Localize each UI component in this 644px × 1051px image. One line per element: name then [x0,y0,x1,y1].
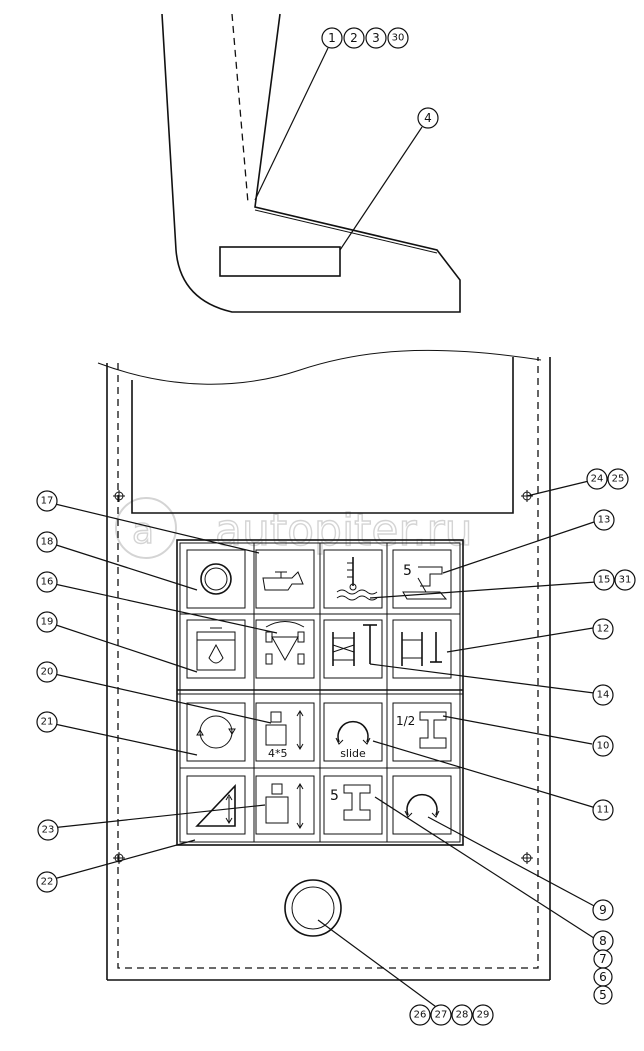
label-plate [219,246,341,277]
svg-text:31: 31 [619,575,632,586]
slide-label: slide [340,747,366,760]
callout-4: 4 [417,107,439,129]
svg-text:5: 5 [599,988,607,1002]
callout-20: 20 [36,661,58,683]
svg-text:19: 19 [41,617,54,628]
callout-7: 7 [593,949,613,969]
callout-11: 11 [592,799,614,821]
callout-22: 22 [36,871,58,893]
callout-29: 29 [472,1004,494,1026]
callout-9: 9 [592,899,614,921]
svg-text:21: 21 [41,717,54,728]
callout-14: 14 [592,684,614,706]
svg-text:8: 8 [599,934,607,948]
svg-text:13: 13 [598,515,611,526]
callout-21: 21 [36,711,58,733]
emergency-stop-button [284,879,342,937]
svg-text:26: 26 [414,1010,427,1021]
watermark: a autopiter.ru [115,497,473,559]
svg-text:27: 27 [435,1010,448,1021]
panel-outline [97,349,551,981]
callout-8: 8 [592,930,614,952]
callout-6: 6 [593,967,613,987]
callout-2: 2 [343,27,365,49]
svg-text:15: 15 [598,575,611,586]
svg-text:16: 16 [41,577,54,588]
callout-1: 1 [321,27,343,49]
callout-24: 24 [586,468,608,490]
rail-5b-label: 5 [330,788,339,804]
callout-23: 23 [37,819,59,841]
svg-text:4: 4 [424,111,432,125]
svg-text:12: 12 [597,624,610,635]
button-grid: 5 4*5 slide [176,539,464,846]
callout-19: 19 [36,611,58,633]
svg-text:28: 28 [456,1010,469,1021]
svg-text:11: 11 [597,805,610,816]
svg-text:18: 18 [41,537,54,548]
callout-12: 12 [592,618,614,640]
callout-17: 17 [36,490,58,512]
svg-text:14: 14 [597,690,610,701]
svg-text:25: 25 [612,474,625,485]
svg-text:2: 2 [350,31,358,45]
svg-text:9: 9 [599,903,607,917]
half-label: 1/2 [396,714,415,728]
svg-text:24: 24 [591,474,604,485]
callout-31: 31 [614,569,636,591]
svg-text:10: 10 [597,741,610,752]
svg-text:3: 3 [372,31,380,45]
watermark-logo-icon: a [132,511,154,552]
svg-text:29: 29 [477,1010,490,1021]
callout-18: 18 [36,531,58,553]
callout-16: 16 [36,571,58,593]
svg-text:6: 6 [599,970,607,984]
svg-text:23: 23 [42,825,55,836]
multiplier-label: 4*5 [268,747,288,760]
callout-3: 3 [365,27,387,49]
callout-5: 5 [593,985,613,1005]
svg-text:7: 7 [599,952,607,966]
svg-text:22: 22 [41,877,54,888]
svg-text:20: 20 [41,667,54,678]
svg-text:30: 30 [392,33,405,44]
leader-lines [49,47,599,1013]
callout-30: 30 [387,27,409,49]
callout-26: 26 [409,1004,431,1026]
callout-27: 27 [430,1004,452,1026]
callout-13: 13 [593,509,615,531]
side-view [161,13,461,313]
callout-28: 28 [451,1004,473,1026]
callout-25: 25 [607,468,629,490]
rail-5-label: 5 [403,563,412,579]
screw-icon [113,490,533,864]
svg-text:1: 1 [328,31,336,45]
callout-15: 15 [593,569,615,591]
callout-10: 10 [592,735,614,757]
svg-text:17: 17 [41,496,54,507]
